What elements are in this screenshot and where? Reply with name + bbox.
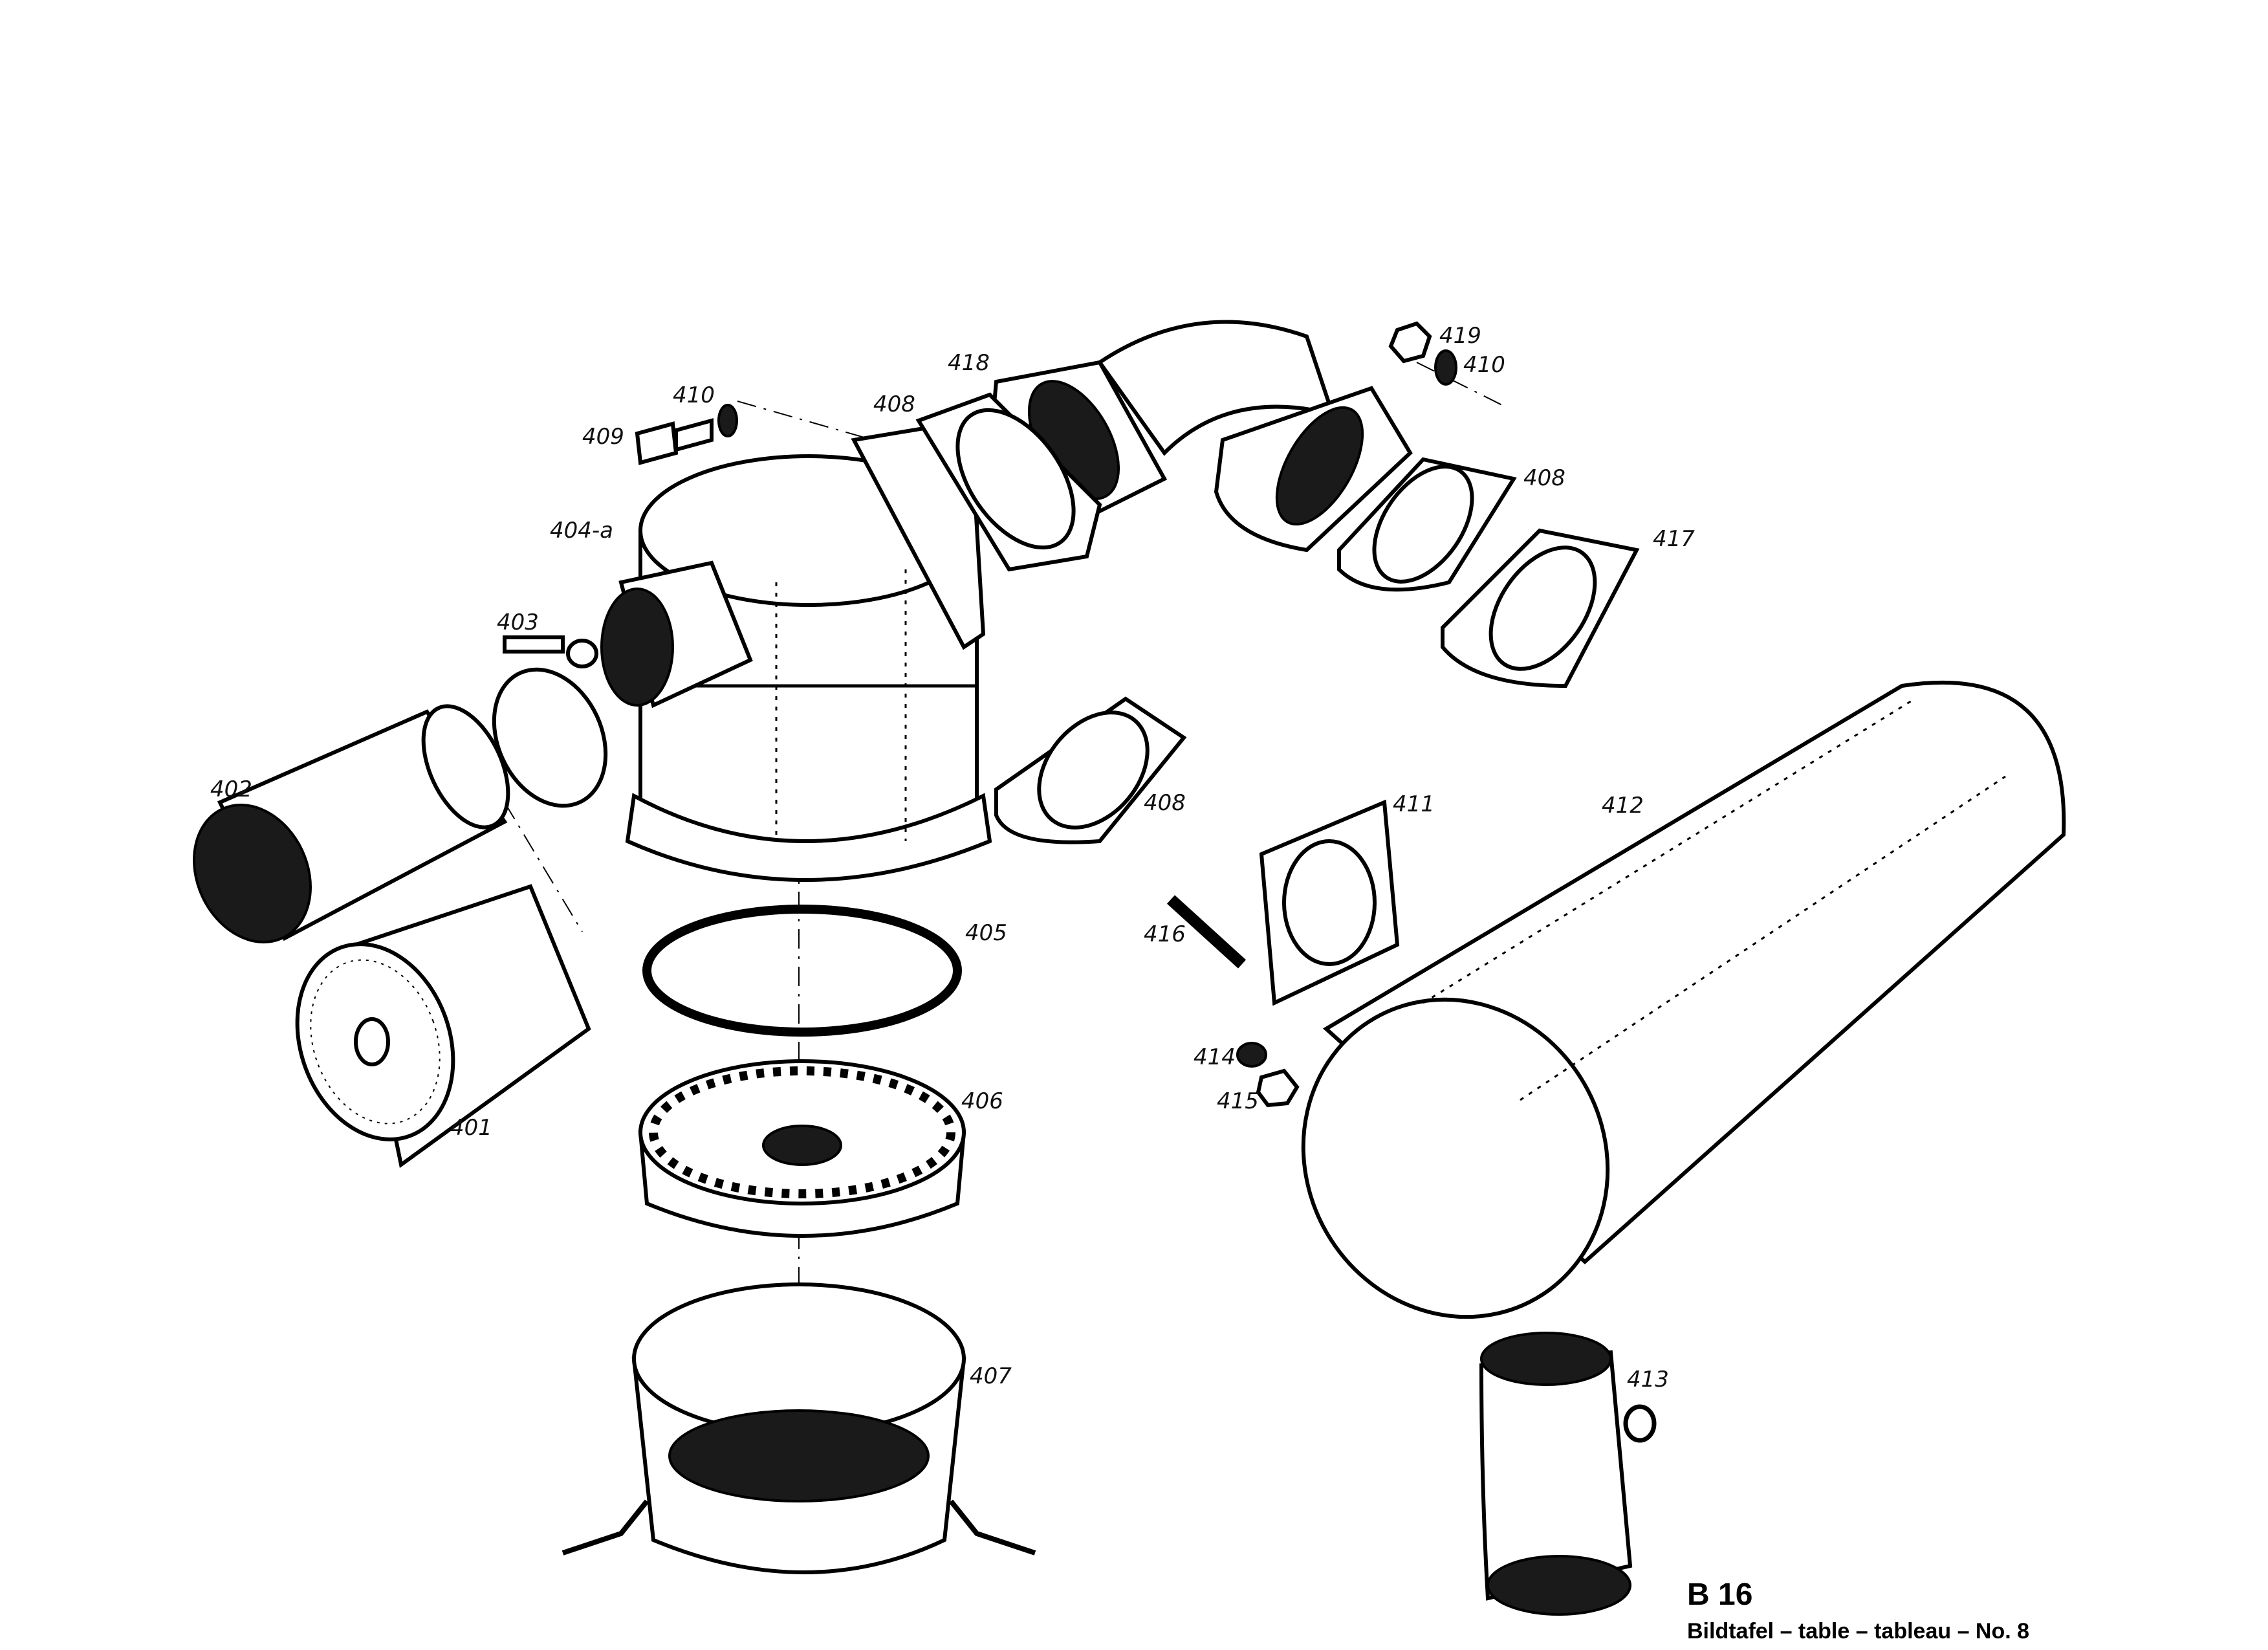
- part-402-tube: [193, 704, 510, 943]
- label-407: 407: [970, 1363, 1012, 1389]
- label-401: 401: [450, 1115, 492, 1141]
- part-408-gasket: [1337, 457, 1517, 592]
- part-411-flange: [1259, 799, 1400, 1006]
- part-408-gasket: [994, 696, 1187, 844]
- label-410: 410: [673, 382, 715, 408]
- center-line: [504, 802, 583, 932]
- part-408-gasket: [915, 392, 1102, 572]
- label-411: 411: [1393, 791, 1435, 817]
- center-line: [1416, 362, 1508, 408]
- part-409-bolt: [635, 418, 714, 465]
- label-403: 403: [497, 610, 539, 635]
- label-417: 417: [1653, 526, 1695, 552]
- label-402: 402: [210, 776, 252, 802]
- label-406: 406: [961, 1088, 1003, 1114]
- part-403-clamp: [492, 635, 608, 808]
- part-416-stud: [1166, 895, 1247, 969]
- label-415: 415: [1217, 1088, 1259, 1114]
- plate-code: B 16: [1687, 1578, 1752, 1612]
- label-405: 405: [965, 920, 1007, 946]
- label-404a: 404-a: [550, 518, 613, 544]
- part-419-nut: [1388, 321, 1432, 364]
- label-410: 410: [1463, 352, 1505, 378]
- label-408: 408: [1523, 465, 1565, 491]
- label-414: 414: [1194, 1044, 1236, 1070]
- label-409: 409: [582, 424, 624, 450]
- plate-caption: Bildtafel – table – tableau – No. 8: [1687, 1619, 2029, 1644]
- part-414-washer: [1236, 1042, 1267, 1068]
- part-413-pipe: [1479, 1332, 1657, 1616]
- label-413: 413: [1627, 1367, 1669, 1392]
- label-418: 418: [948, 350, 990, 376]
- label-419: 419: [1439, 323, 1481, 349]
- label-416: 416: [1144, 921, 1186, 947]
- label-412: 412: [1602, 793, 1644, 819]
- part-407-bowl: [562, 1282, 1036, 1574]
- part-406-plate: [638, 1059, 966, 1238]
- part-412-silencer: [1301, 680, 2066, 1319]
- part-401-filter: [295, 884, 591, 1169]
- part-405-ring: [642, 905, 962, 1037]
- part-410-washer: [717, 404, 738, 437]
- part-415-nut: [1256, 1068, 1300, 1108]
- label-408: 408: [873, 391, 915, 417]
- part-417-flange: [1441, 528, 1640, 688]
- label-408: 408: [1144, 790, 1186, 816]
- part-410-washer: [1434, 349, 1457, 386]
